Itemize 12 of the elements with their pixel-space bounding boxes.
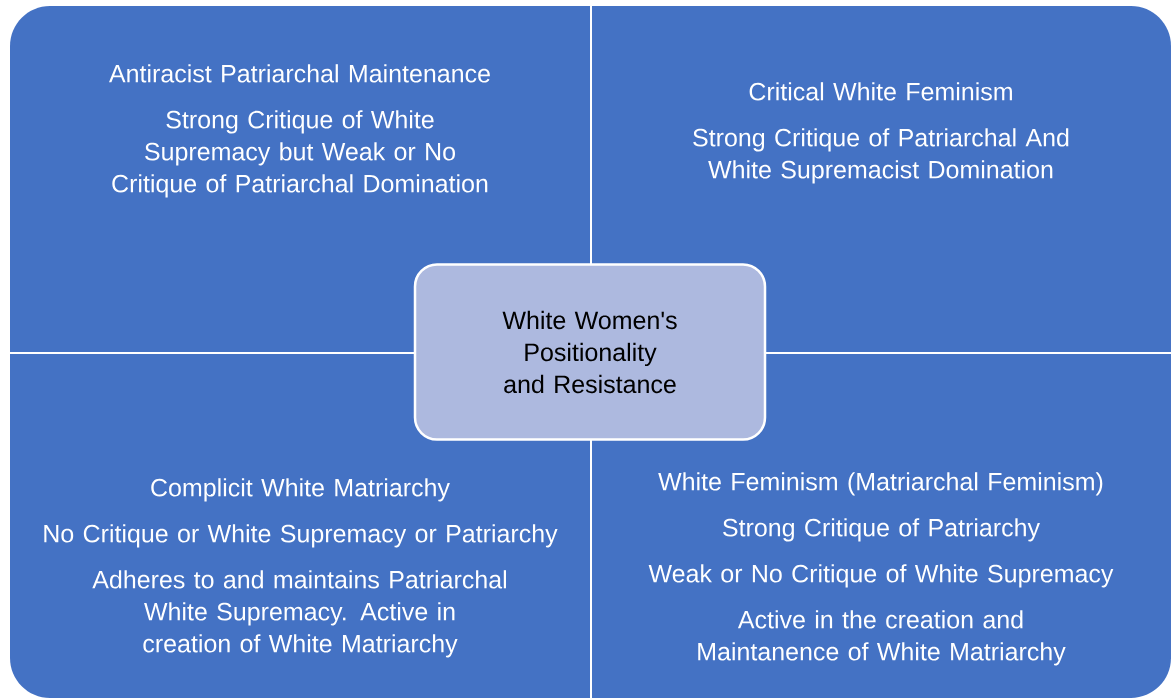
node-label: Active in the creation and Maintanence of White Matriarchy	[698, 610, 1066, 666]
node-label: Weak or No Critique of White Supremacy	[648, 564, 1114, 588]
node-label: Strong Critique of Patriarchy	[723, 518, 1040, 542]
center-box: White Women's Positionality and Resistance	[413, 263, 767, 441]
node-label: White Feminism (Matriarchal Feminism)	[658, 472, 1103, 496]
node-label: Adheres to and maintains Patriarchal White Supremacy. Active in creation of White Matriarchy	[92, 570, 507, 658]
node-label: Critical White Feminism	[749, 82, 1012, 101]
node-label: No Critique or White Supremacy or Patriarchy	[44, 524, 558, 548]
node-label: Complicit White Matriarchy	[151, 478, 450, 502]
node-label: Strong Critique of White Supremacy but Weak or No Critique of Patriarchal Domination	[112, 110, 488, 198]
node-label: Strong Critique of Patriarchal And White Supremacist Domination	[693, 128, 1069, 184]
node-label: Antiracist Patriarchal Maintenance	[108, 64, 490, 83]
